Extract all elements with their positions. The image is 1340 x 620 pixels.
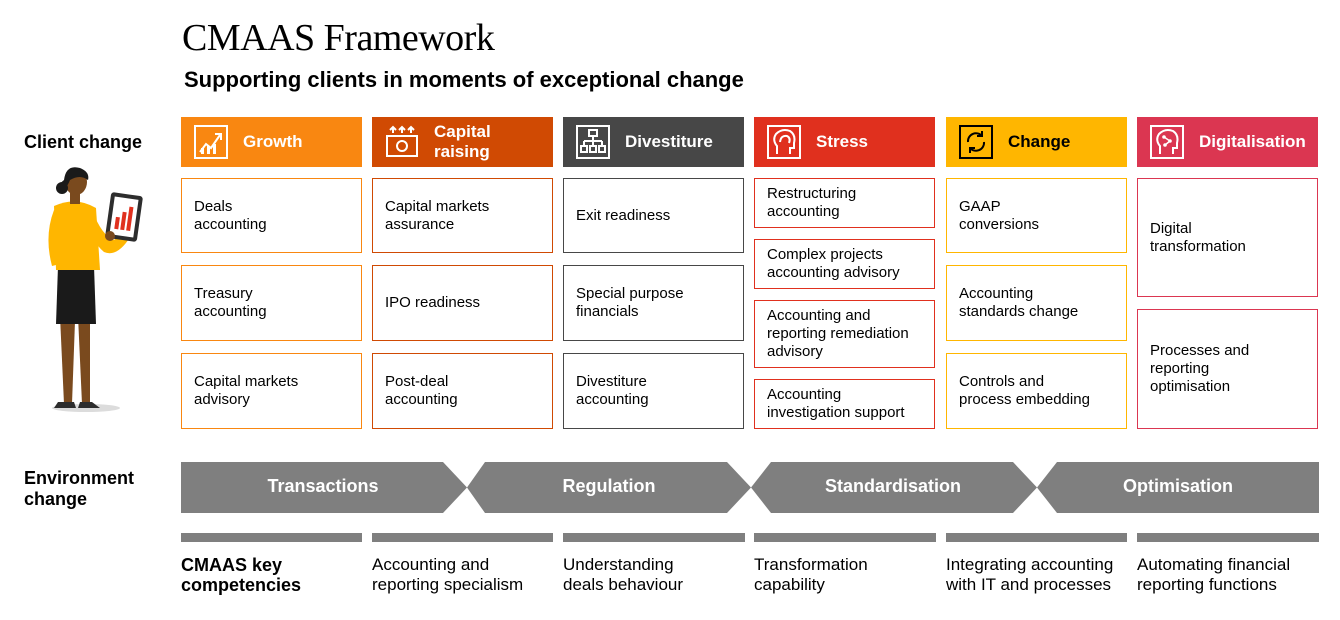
competency-bar-3 [563,533,745,542]
service-card: Capital markets advisory [181,353,362,429]
service-card: Digital transformation [1137,178,1318,297]
column-header-label: Digitalisation [1199,132,1306,151]
column-header-2: Divestiture [563,117,744,167]
regulation-arrow [467,462,751,513]
service-card-text: Capital markets advisory [194,373,299,408]
service-card: Accounting and reporting remediation adv… [754,300,935,368]
client-change-label: Client change [24,132,143,152]
competency-item: Understanding deals behaviour [563,555,684,594]
column-header-4: Change [946,117,1127,167]
service-card: Accounting standards change [946,265,1127,341]
competency-bar-2 [372,533,553,542]
service-card-text: Post-deal accounting [385,373,458,408]
service-card-text: GAAP conversions [959,197,1040,233]
service-card: Complex projects accounting advisory [754,239,935,289]
column-header-label: Change [1008,132,1071,151]
environment-change-label: Environment change [24,468,135,509]
column-header-label: Divestiture [625,132,713,151]
service-card: Treasury accounting [181,265,362,341]
optimisation-arrow [1037,462,1319,513]
page-subtitle: Supporting clients in moments of excepti… [184,67,744,92]
service-card: Accounting investigation support [754,379,935,429]
competency-item: Integrating accounting with IT and proce… [946,555,1114,594]
service-card-text: Accounting and reporting remediation adv… [767,307,909,360]
competency-bar-5 [946,533,1127,542]
competency-bar-1 [181,533,362,542]
service-card: Restructuring accounting [754,178,935,228]
service-card: GAAP conversions [946,178,1127,253]
environment-regulation: Regulation [562,476,656,496]
competency-bar-6 [1137,533,1319,542]
service-card-text: Controls and process embedding [959,373,1090,408]
competency-item: Transformation capability [754,555,868,594]
circuit-head-icon [1149,124,1185,160]
service-card-text: Complex projects accounting advisory [767,246,900,281]
page-title: CMAAS Framework [182,17,495,59]
column-header-label: Stress [816,132,868,151]
service-card: Special purpose financials [563,265,744,341]
org-chart-icon [575,124,611,160]
column-header-label: Growth [243,132,303,151]
environment-change-arrows [181,462,1319,513]
service-card-text: Treasury accounting [194,285,267,320]
environment-optimisation: Optimisation [1122,476,1233,496]
person-with-tablet-illustration [48,167,143,412]
service-card-text: Deals accounting [194,197,267,233]
competency-item: Automating financial reporting functions [1137,555,1291,594]
competency-item: Accounting and reporting specialism [372,555,524,594]
service-card-text: Capital markets assurance [385,197,490,233]
service-card-text: Restructuring accounting [767,185,857,220]
competencies-label: CMAAS key competencies [181,555,302,595]
service-card-text: IPO readiness [385,294,481,311]
service-card-text: Processes and reporting optimisation [1150,342,1250,395]
service-card-text: Digital transformation [1150,219,1246,255]
transactions-arrow [181,462,467,513]
standardisation-arrow [751,462,1037,513]
service-card: Processes and reporting optimisation [1137,309,1318,429]
competency-bar-4 [754,533,936,542]
head-stress-icon [766,124,802,160]
service-card-text: Special purpose financials [576,285,684,320]
column-header-1: Capital raising [372,117,553,167]
growth-chart-icon [193,124,229,160]
money-raising-icon [384,124,420,160]
cycle-arrows-icon [958,124,994,160]
service-card-text: Accounting investigation support [767,386,905,421]
service-card: IPO readiness [372,265,553,341]
column-header-3: Stress [754,117,935,167]
service-card: Capital markets assurance [372,178,553,253]
service-card-text: Exit readiness [576,206,671,224]
service-card: Exit readiness [563,178,744,253]
service-card: Divestiture accounting [563,353,744,429]
column-header-5: Digitalisation [1137,117,1318,167]
column-header-label: Capital raising [434,122,491,161]
service-card: Post-deal accounting [372,353,553,429]
environment-standardisation: Standardisation [824,476,962,496]
service-card: Deals accounting [181,178,362,253]
column-header-0: Growth [181,117,362,167]
service-card-text: Divestiture accounting [576,373,649,408]
service-card: Controls and process embedding [946,353,1127,429]
service-card-text: Accounting standards change [959,285,1079,320]
environment-transactions: Transactions [267,476,379,496]
